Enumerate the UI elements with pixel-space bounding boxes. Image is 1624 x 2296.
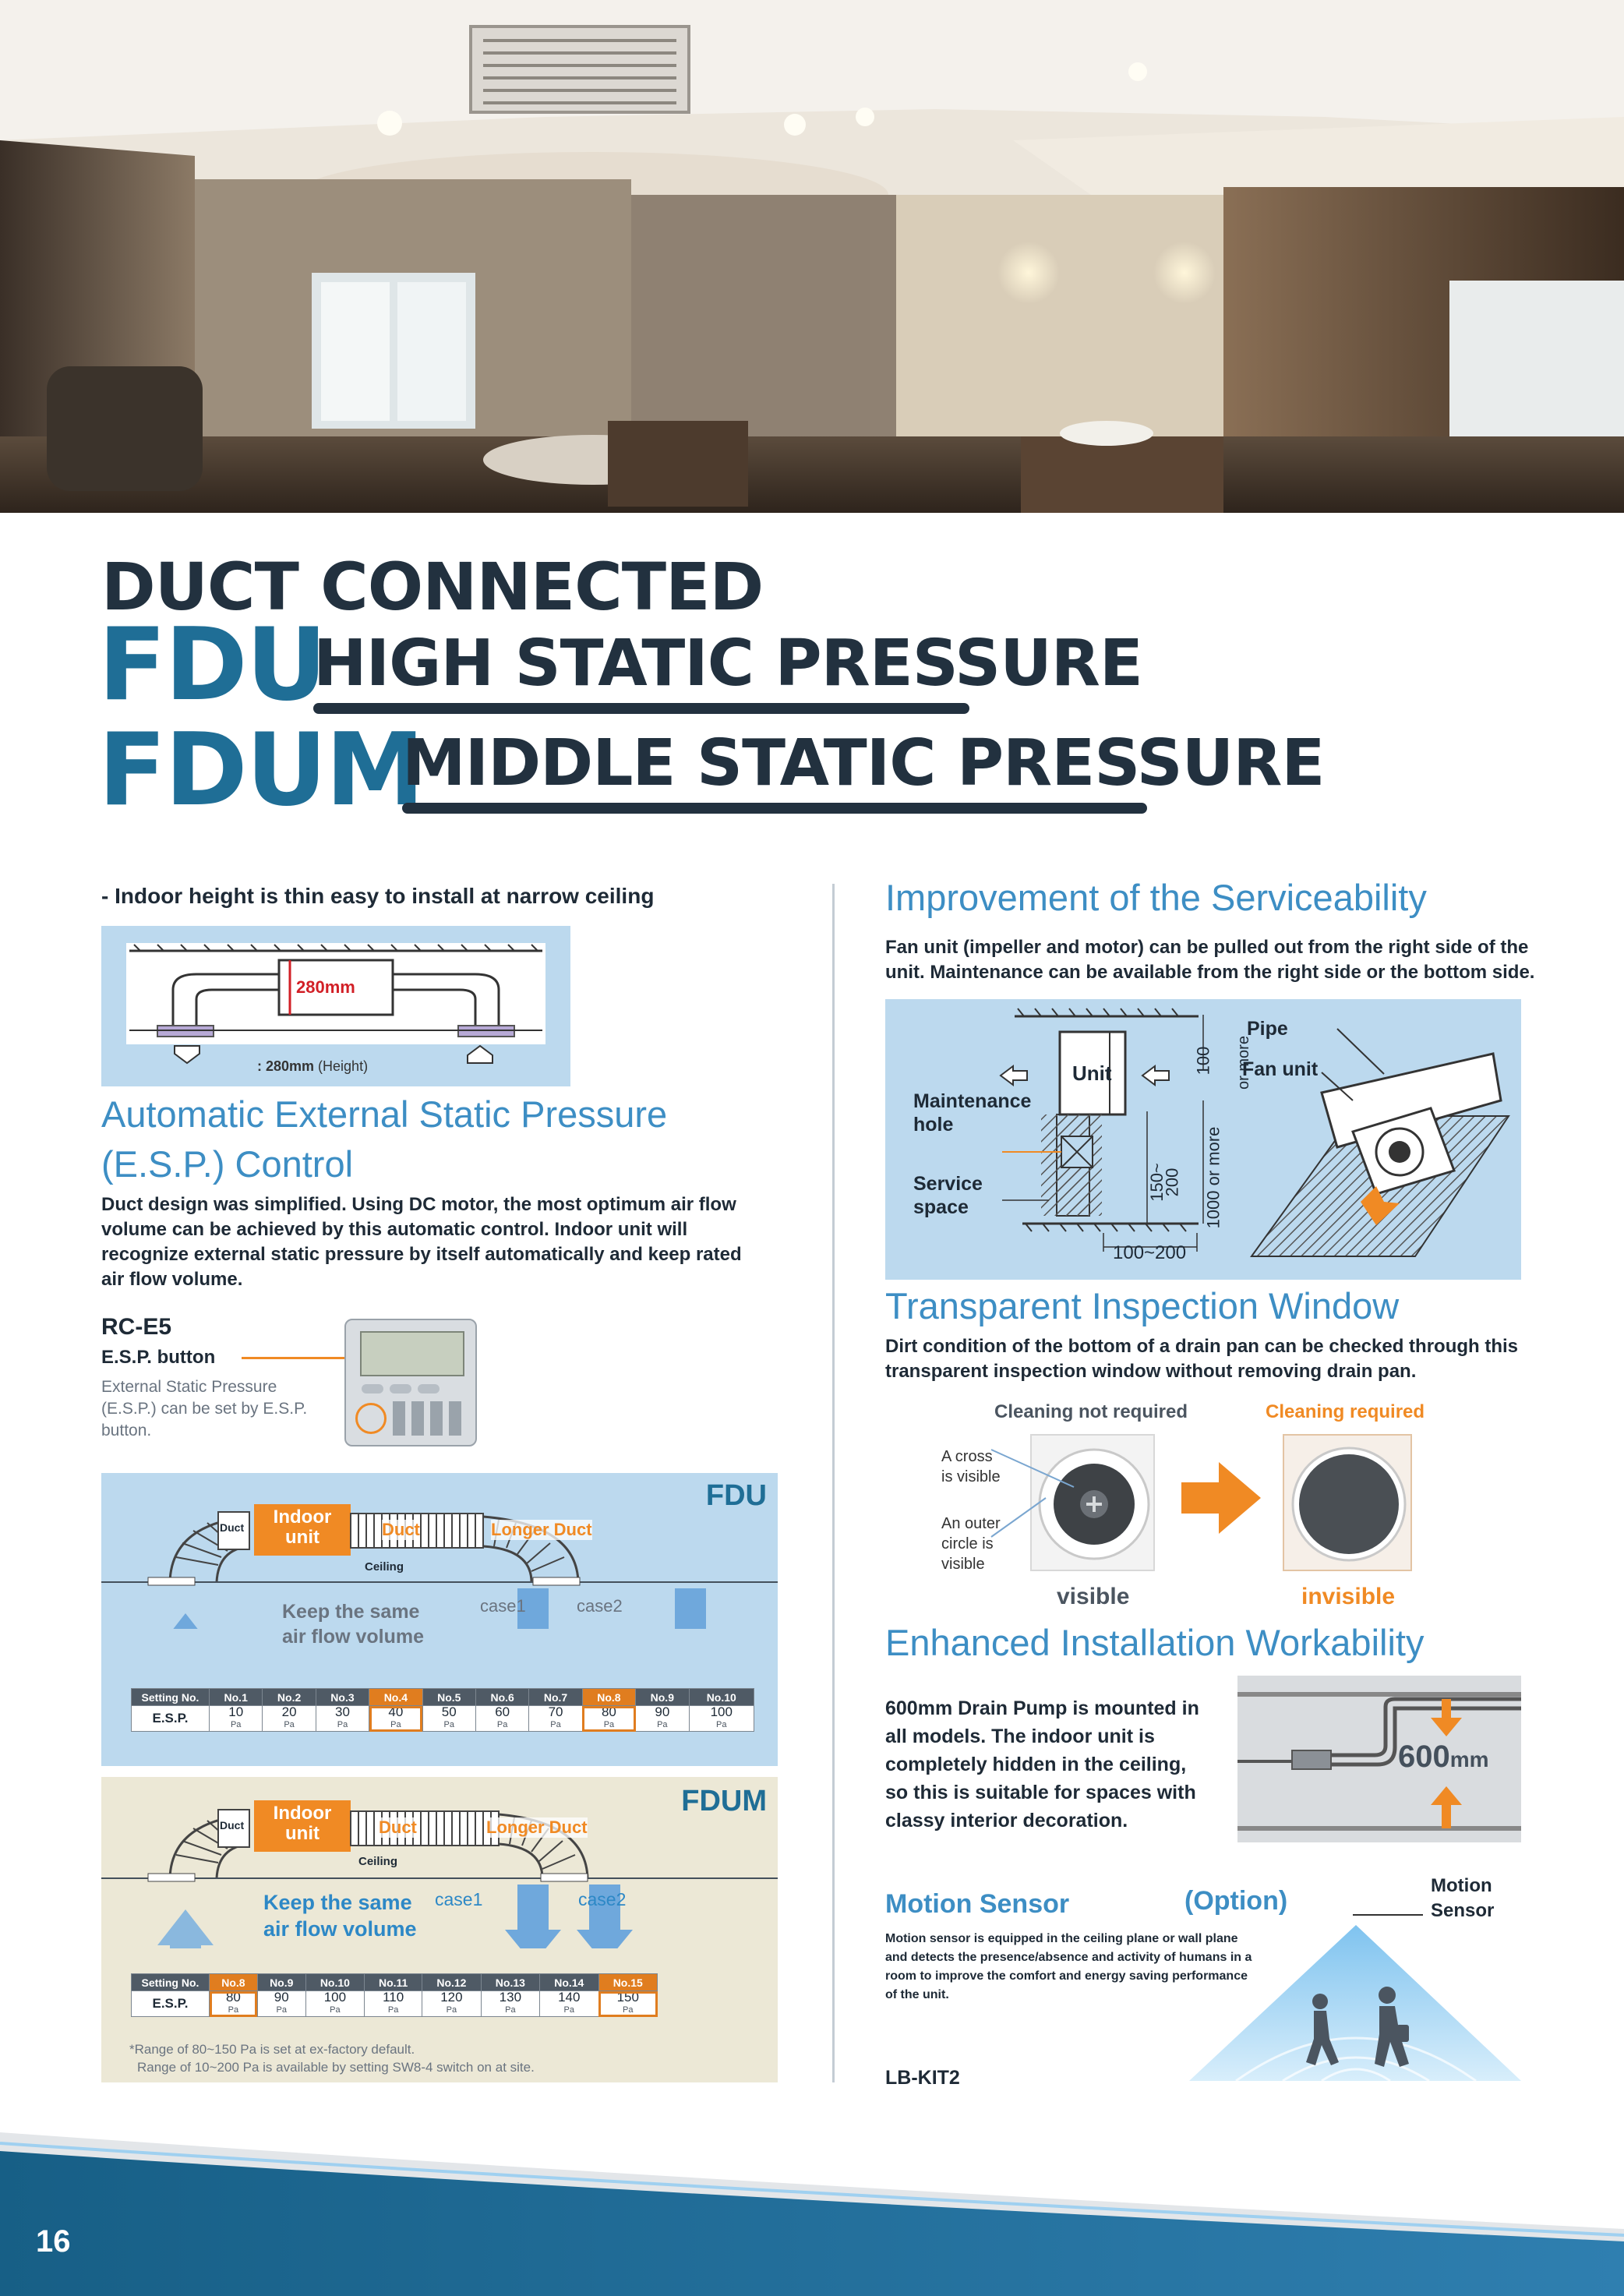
fdum-case2: case2 (578, 1889, 627, 1909)
fdu-duct-small: Duct (220, 1521, 245, 1534)
title-middle-static-pressure: MIDDLE STATIC PRESSURE (402, 726, 1325, 800)
esp-heading-line1: Automatic External Static Pressure (101, 1093, 668, 1135)
visible-label: visible (1057, 1584, 1130, 1609)
title-high-static-pressure: HIGH STATIC PRESSURE (313, 627, 1143, 701)
fdu-longer-duct-label: Longer Duct (491, 1520, 592, 1540)
fdum-esp-header-row: Setting No. No.8 No.9 No.10 No.11 No.12 … (131, 1973, 658, 1991)
service-heading: Improvement of the Serviceability (885, 877, 1427, 918)
service-body: Fan unit (impeller and motor) can be pul… (885, 937, 1535, 983)
esp-note: External Static Pressure (E.S.P.) can be… (101, 1378, 308, 1439)
arrow-up-icon (467, 1044, 493, 1064)
fdum-longer-duct-label: Longer Duct (486, 1817, 588, 1838)
hero-photo (0, 0, 1624, 513)
remote-controller (344, 1319, 477, 1446)
dim-bottom: 100~200 (1113, 1242, 1187, 1263)
inspection-window-clean (1030, 1434, 1155, 1571)
arrow-right-icon (1181, 1462, 1261, 1534)
drain-pump-diagram: 600mm (1237, 1676, 1521, 1842)
window-heading: Transparent Inspection Window (885, 1285, 1400, 1326)
height-dimension: 280mm (296, 977, 355, 997)
invisible-label: invisible (1301, 1584, 1396, 1609)
callout-lines (990, 1449, 1075, 1538)
title-duct-connected: DUCT CONNECTED (101, 549, 764, 625)
fdum-panel-label: FDUM (681, 1785, 767, 1817)
cleaning-required: Cleaning required (1266, 1401, 1425, 1422)
fdum-esp-table: Setting No. No.8 No.9 No.10 No.11 No.12 … (131, 1973, 658, 2017)
dim-1000-or-more: 1000 or more (1203, 1126, 1223, 1229)
window-body: Dirt condition of the bottom of a drain … (885, 1336, 1519, 1382)
fdum-notes: *Range of 80~150 Pa is set at ex-factory… (129, 2042, 535, 2075)
title-fdum: FDUM (98, 712, 425, 828)
esp-body: Duct design was simplified. Using DC mot… (101, 1194, 742, 1290)
service-unit-label: Unit (1072, 1061, 1112, 1085)
height-diagram-panel: 280mm : 280mm (Height) (101, 926, 570, 1086)
arrow-down-icon (174, 1045, 200, 1065)
bullet-thin-height: - Indoor height is thin easy to install … (101, 884, 655, 908)
column-divider (832, 884, 835, 2082)
fdu-duct-label: Duct (382, 1520, 420, 1540)
fdum-duct-label: Duct (379, 1817, 417, 1838)
fdum-duct-diagram (101, 1800, 778, 1948)
hotel-room-illustration (0, 0, 1624, 513)
pipe-label: Pipe (1247, 1018, 1288, 1040)
pump-height: 600mm (1398, 1740, 1489, 1774)
esp-heading-line2: (E.S.P.) Control (101, 1143, 354, 1185)
inspection-window-dirty (1283, 1434, 1412, 1571)
callout-line (242, 1357, 349, 1359)
motion-option: (Option) (1184, 1886, 1288, 1916)
motion-heading: Motion Sensor (885, 1889, 1070, 1919)
cleaning-not-required: Cleaning not required (994, 1401, 1188, 1422)
fdu-esp-header-row: Setting No. No.1 No.2 No.3 No.4 No.5 No.… (131, 1688, 755, 1706)
underline-high (313, 703, 969, 714)
page-number: 16 (36, 2224, 71, 2259)
esp-button-label: E.S.P. button (101, 1347, 216, 1368)
fdu-duct-diagram (101, 1504, 778, 1629)
fan-unit-label: Fan unit (1242, 1058, 1319, 1080)
fdu-case2: case2 (577, 1596, 623, 1616)
underline-middle (402, 803, 1147, 814)
title-fdu: FDU (98, 607, 327, 723)
window-diagram: Cleaning not required Cleaning required … (885, 1395, 1521, 1621)
fdu-ceiling-label: Ceiling (365, 1560, 404, 1574)
rc-model: RC-E5 (101, 1314, 172, 1340)
motion-label-leader (1353, 1914, 1423, 1916)
fdu-esp-table: Setting No. No.1 No.2 No.3 No.4 No.5 No.… (131, 1688, 755, 1732)
install-heading: Enhanced Installation Workability (885, 1622, 1425, 1663)
height-diagram: 280mm (126, 943, 545, 1044)
remote-display (360, 1331, 464, 1376)
install-body: 600mm Drain Pump is mounted in all model… (885, 1697, 1199, 1832)
service-diagram (999, 1008, 1510, 1257)
motion-sensor-illustration (1189, 1925, 1521, 2084)
fdum-ceiling-label: Ceiling (358, 1855, 398, 1868)
height-caption: : 280mm (Height) (257, 1058, 369, 1074)
motion-model: LB-KIT2 (885, 2067, 960, 2089)
fdum-case1: case1 (435, 1889, 483, 1909)
footer-band: 16 (0, 2089, 1624, 2296)
fdum-duct-small: Duct (220, 1819, 245, 1832)
esp-button-highlight[interactable] (355, 1403, 387, 1434)
motion-body: Motion sensor is equipped in the ceiling… (885, 1932, 1252, 2001)
fdu-case1: case1 (480, 1596, 526, 1616)
fdu-panel-label: FDU (705, 1479, 767, 1512)
